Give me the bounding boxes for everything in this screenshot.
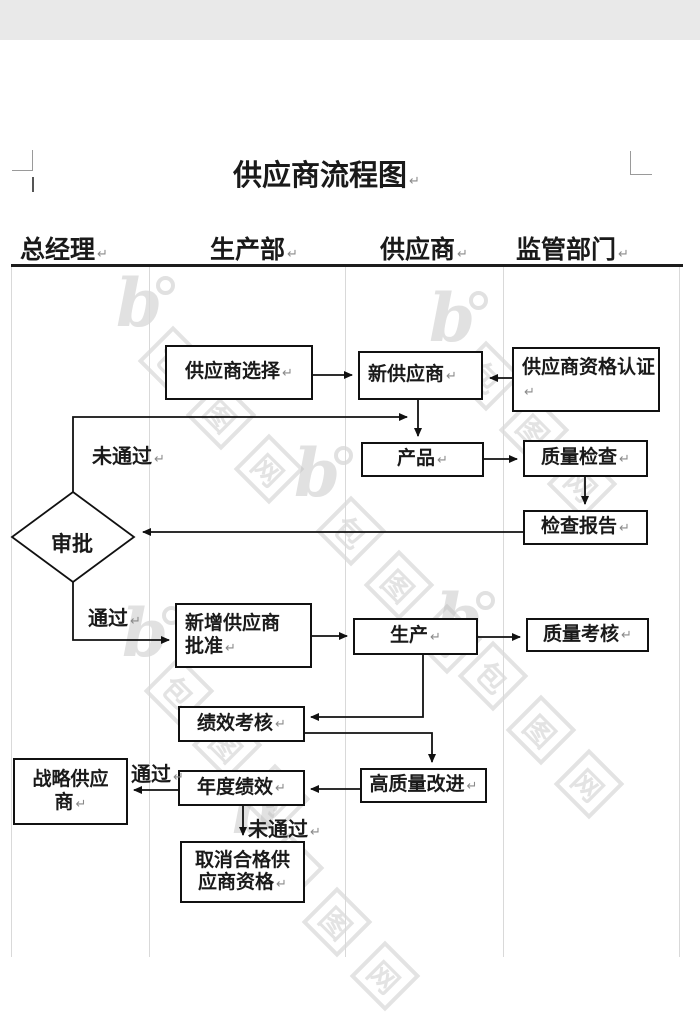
header-rule — [11, 264, 683, 267]
watermark-b-logo-icon: b — [429, 279, 476, 357]
paragraph-mark: ↵ — [287, 246, 298, 261]
paragraph-mark: ↵ — [446, 367, 457, 383]
watermark-b-logo-icon: b — [294, 434, 341, 512]
margin-mark-left — [12, 170, 33, 171]
paragraph-mark: ↵ — [466, 777, 478, 793]
paragraph-mark: ↵ — [75, 795, 87, 811]
paragraph-mark: ↵ — [310, 824, 321, 839]
node-production: 生产↵ — [353, 618, 478, 655]
paragraph-mark: ↵ — [275, 716, 286, 732]
paragraph-mark: ↵ — [275, 780, 286, 796]
margin-mark-right — [630, 174, 652, 175]
node-cancel-qualification: 取消合格供 应商资格↵ — [180, 841, 305, 903]
paragraph-mark: ↵ — [621, 627, 632, 643]
lane-divider — [149, 267, 150, 957]
watermark-b-logo-icon: b — [116, 264, 163, 342]
lane-divider — [503, 267, 504, 957]
edge-label-passed-mid: 通过↵ — [88, 608, 141, 630]
watermark-char: 网 — [349, 940, 421, 1012]
paragraph-mark: ↵ — [154, 451, 165, 466]
text-cursor — [32, 177, 34, 192]
paragraph-mark: ↵ — [282, 364, 293, 380]
lane-header-supervision-dept: 监管部门↵ — [516, 236, 629, 264]
paragraph-mark: ↵ — [524, 383, 535, 399]
watermark-char: 网 — [553, 748, 625, 820]
paragraph-mark: ↵ — [457, 246, 468, 261]
node-high-quality-improvement: 高质量改进↵ — [360, 768, 487, 803]
node-supplier-qualification: 供应商资格认证↵ — [512, 347, 660, 412]
paragraph-mark: ↵ — [619, 450, 630, 466]
lane-header-supplier: 供应商↵ — [380, 236, 468, 264]
edge-label-not-passed-bottom: 未通过↵ — [248, 819, 321, 841]
margin-mark-right — [630, 151, 631, 174]
node-strategic-supplier: 战略供应 商↵ — [13, 758, 128, 825]
canvas-top-margin — [0, 0, 700, 40]
node-inspection-report: 检查报告↵ — [523, 510, 648, 545]
watermark-char: 包 — [315, 495, 387, 567]
node-performance-assessment: 绩效考核↵ — [178, 706, 305, 742]
paragraph-mark: ↵ — [430, 628, 441, 644]
lane-header-general-manager: 总经理↵ — [20, 236, 108, 264]
lane-divider — [11, 267, 12, 957]
watermark-dot-icon — [476, 591, 495, 610]
watermark-dot-icon — [156, 276, 175, 295]
watermark-char: 网 — [233, 433, 305, 505]
paragraph-mark: ↵ — [619, 519, 630, 535]
paragraph-mark: ↵ — [173, 769, 184, 784]
page-title: 供应商流程图↵ — [233, 160, 420, 192]
node-supplier-selection: 供应商选择↵ — [165, 345, 313, 400]
edge-label-passed-bottom: 通过↵ — [131, 764, 184, 786]
edge-label-not-passed-top: 未通过↵ — [92, 446, 165, 468]
paragraph-mark: ↵ — [225, 639, 236, 655]
node-new-supplier-approval: 新增供应商 批准↵ — [175, 603, 312, 668]
node-quality-assessment: 质量考核↵ — [526, 618, 649, 652]
node-new-supplier: 新供应商↵ — [358, 351, 483, 400]
watermark-char: 图 — [363, 549, 435, 621]
paragraph-mark: ↵ — [618, 246, 629, 261]
lane-header-production-dept: 生产部↵ — [210, 236, 298, 264]
paragraph-mark: ↵ — [97, 246, 108, 261]
node-product: 产品↵ — [361, 442, 484, 477]
paragraph-mark: ↵ — [409, 173, 420, 188]
node-approval-label: 审批 — [51, 533, 93, 556]
margin-mark-left — [32, 150, 33, 171]
paragraph-mark: ↵ — [276, 876, 287, 891]
paragraph-mark: ↵ — [130, 613, 141, 628]
lane-divider — [345, 267, 346, 957]
watermark-dot-icon — [469, 291, 488, 310]
watermark-dot-icon — [334, 446, 353, 465]
lane-divider — [679, 267, 680, 957]
watermark-char: 图 — [505, 694, 577, 766]
watermark-char: 图 — [301, 886, 373, 958]
node-annual-performance: 年度绩效↵ — [178, 770, 305, 806]
paragraph-mark: ↵ — [437, 451, 448, 467]
node-quality-inspection: 质量检查↵ — [523, 440, 648, 477]
